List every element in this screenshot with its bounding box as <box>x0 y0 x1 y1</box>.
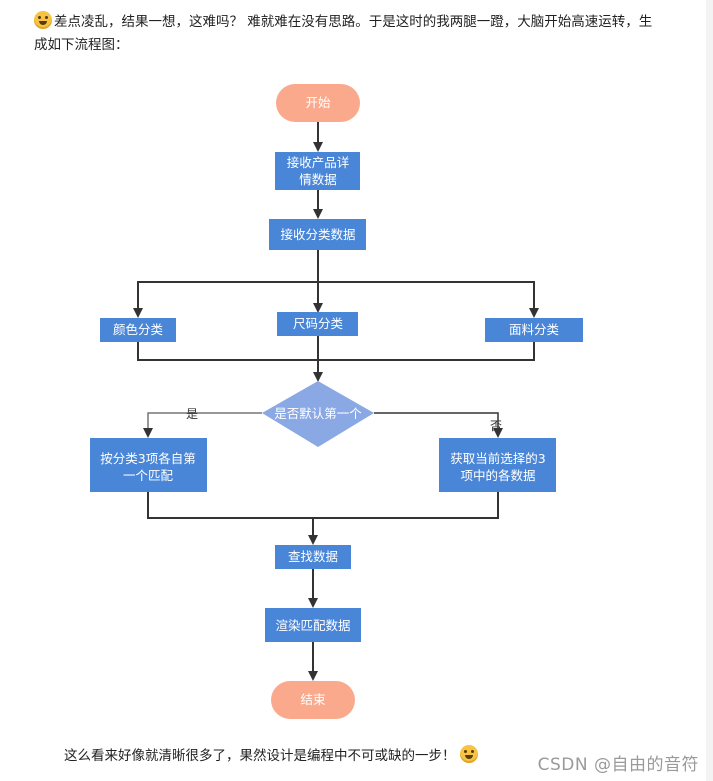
connectors <box>133 122 539 681</box>
decision-label: 是否默认第一个 <box>274 406 362 421</box>
receive-category-node <box>269 219 366 250</box>
fabric-category-label: 面料分类 <box>509 322 560 337</box>
yes-label: 是 <box>186 407 198 421</box>
merge-branches <box>147 492 499 519</box>
receive-detail-label-1: 接收产品详 <box>287 155 350 170</box>
outro-paragraph: 这么看来好像就清晰很多了，果然设计是编程中不可或缺的一步！ <box>64 745 534 768</box>
edge-decision-no <box>374 412 503 438</box>
size-category-node <box>277 312 358 336</box>
outro-text: 这么看来好像就清晰很多了，果然设计是编程中不可或缺的一步！ <box>64 748 456 764</box>
decision-node <box>262 381 374 447</box>
get-current-label-2: 项中的各数据 <box>460 468 535 483</box>
intro-text: 差点凌乱，结果一想，这难吗？ 难就难在没有思路。于是这时的我两腿一蹬，大脑开始高… <box>34 14 653 53</box>
merge-categories <box>137 342 535 361</box>
receive-detail-label-2: 情数据 <box>299 172 337 187</box>
match-first-label-2: 一个匹配 <box>123 468 174 483</box>
edge-decision-yes <box>143 412 262 438</box>
receive-category-label: 接收分类数据 <box>280 227 355 242</box>
find-data-label: 查找数据 <box>288 549 338 564</box>
start-label: 开始 <box>305 95 331 110</box>
intro-paragraph: 差点凌乱，结果一想，这难吗？ 难就难在没有思路。于是这时的我两腿一蹬，大脑开始高… <box>34 11 654 57</box>
laughing-emoji-icon <box>34 11 52 29</box>
no-label: 否 <box>490 419 502 433</box>
size-category-label: 尺码分类 <box>293 316 344 331</box>
scrollbar-track[interactable] <box>706 0 713 781</box>
render-data-node <box>265 608 361 642</box>
color-category-label: 颜色分类 <box>113 322 164 337</box>
match-first-label-1: 按分类3项各自第 <box>100 451 195 466</box>
end-node <box>271 681 355 719</box>
fabric-category-node <box>485 318 583 342</box>
end-label: 结束 <box>300 692 326 707</box>
edge-category-fabric <box>318 281 539 318</box>
receive-detail-node <box>275 152 360 190</box>
color-category-node <box>100 318 176 342</box>
smiling-emoji-icon <box>459 745 478 763</box>
find-data-node <box>275 545 351 569</box>
get-current-label-1: 获取当前选择的3 <box>450 451 545 466</box>
render-data-label: 渲染匹配数据 <box>275 618 350 633</box>
match-first-node <box>90 438 207 492</box>
csdn-watermark: CSDN @自由的音符 <box>537 755 699 775</box>
edge-category-color <box>133 281 318 318</box>
get-current-node <box>439 438 556 492</box>
start-node <box>276 84 360 122</box>
